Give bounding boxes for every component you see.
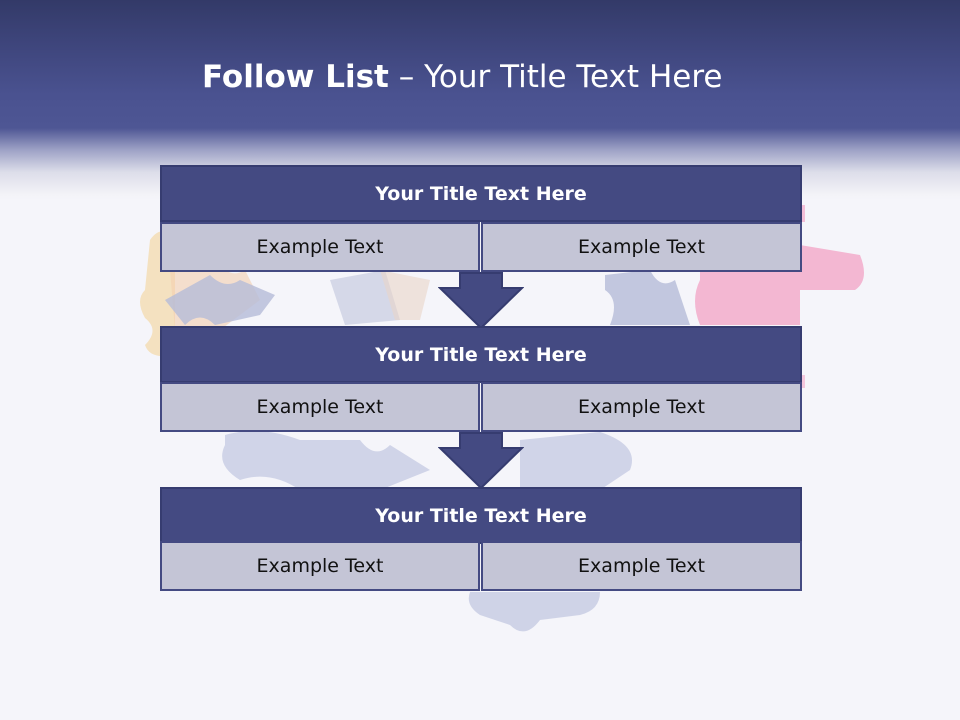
row-2-right-cell: Example Text (481, 382, 802, 432)
arrow-down-icon (438, 272, 524, 330)
row-2-left-cell: Example Text (160, 382, 480, 432)
slide-title: Follow List – Your Title Text Here (202, 55, 722, 99)
arrow-down-icon (438, 432, 524, 490)
row-title-2: Your Title Text Here (160, 326, 802, 383)
title-rest: – Your Title Text Here (398, 59, 723, 95)
row-1-left-cell: Example Text (160, 222, 480, 272)
row-title-3: Your Title Text Here (160, 487, 802, 544)
row-title-1: Your Title Text Here (160, 165, 802, 222)
row-3-right-cell: Example Text (481, 541, 802, 591)
row-1-right-cell: Example Text (481, 222, 802, 272)
row-3-left-cell: Example Text (160, 541, 480, 591)
title-bold: Follow List (202, 59, 389, 95)
